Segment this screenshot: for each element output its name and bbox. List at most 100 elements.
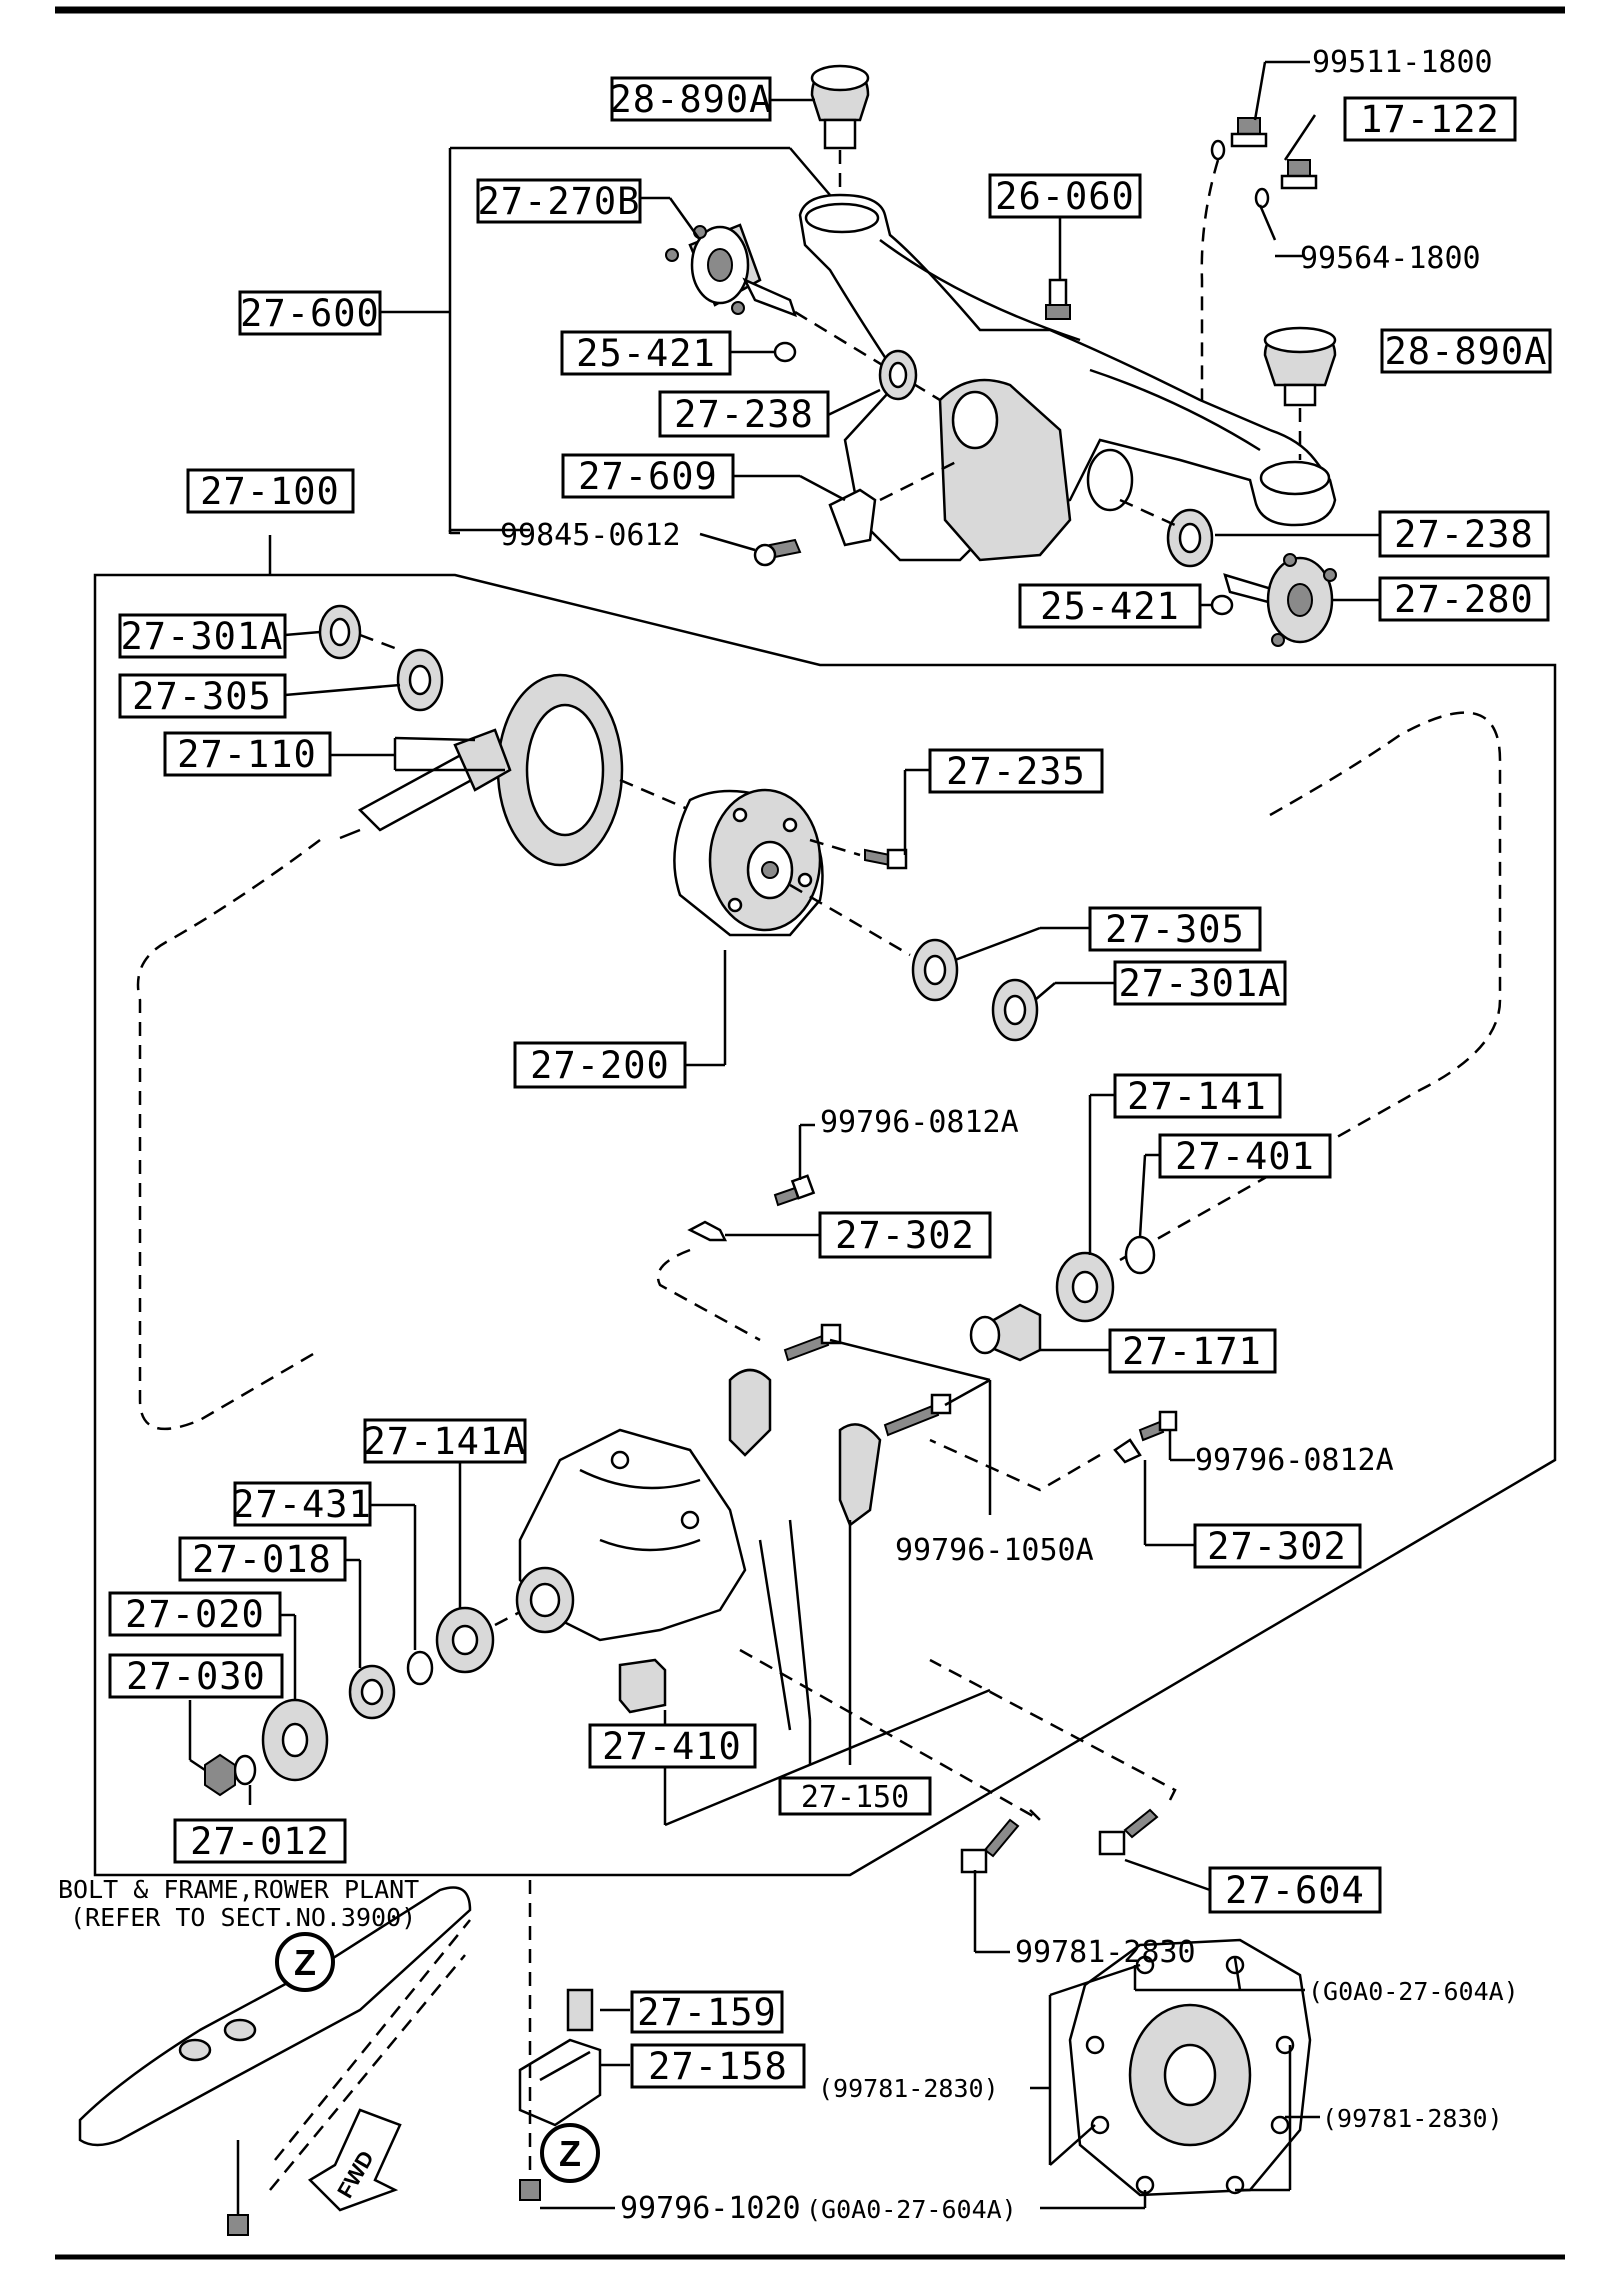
spacer-27-431: [406, 1650, 434, 1686]
label-27-280: 27-280: [1378, 576, 1550, 622]
label-27-305-right: 27-305: [1088, 906, 1262, 952]
svg-text:27-600: 27-600: [240, 292, 380, 335]
svg-text:27-020: 27-020: [125, 1593, 265, 1636]
label-27-235: 27-235: [928, 748, 1104, 794]
view-marker-z-top-letter: Z: [294, 1942, 316, 1983]
svg-text:27-270B: 27-270B: [478, 180, 641, 223]
label-27-238-left: 27-238: [658, 390, 830, 438]
svg-text:28-890A: 28-890A: [1385, 330, 1548, 373]
clip-27-302-right: [1113, 1410, 1178, 1464]
bushing-27-159: [566, 1988, 594, 2032]
rear-cover: [1068, 1938, 1312, 2197]
view-marker-z-bottom-letter: Z: [559, 2133, 581, 2174]
label-27-018: 27-018: [178, 1536, 347, 1582]
label-27-301A-right: 27-301A: [1113, 960, 1287, 1006]
spacer-27-171: [969, 1303, 1042, 1362]
label-27-410: 27-410: [588, 1723, 757, 1769]
svg-text:27-431: 27-431: [232, 1483, 372, 1526]
label-17-122: 17-122: [1343, 96, 1517, 142]
label-99781-2830-bolt: 99781-2830: [1015, 1935, 1196, 1970]
svg-text:27-141A: 27-141A: [364, 1420, 527, 1463]
leader-lines: [188, 60, 1380, 2210]
svg-text:27-158: 27-158: [648, 2045, 788, 2088]
label-27-110: 27-110: [163, 731, 332, 777]
svg-text:27-012: 27-012: [190, 1820, 330, 1863]
label-27-141: 27-141: [1113, 1073, 1282, 1119]
bracket-27-609: [753, 488, 877, 567]
bearing-27-141: [1055, 1251, 1115, 1323]
bearing-inner-right: [911, 938, 959, 1002]
label-27-150: 27-150: [778, 1776, 932, 1816]
bearing-outer-right: [991, 978, 1039, 1042]
svg-text:26-060: 26-060: [995, 175, 1135, 218]
differential-carrier-housing: [515, 1428, 747, 1642]
label-g0a0-bottom: (G0A0-27-604A): [806, 2195, 1017, 2224]
bolts-99796-1050A: [783, 1323, 952, 1437]
svg-text:27-280: 27-280: [1394, 578, 1534, 621]
label-27-600: 27-600: [238, 290, 382, 336]
svg-text:27-100: 27-100: [200, 470, 340, 513]
mount-bushing-right: [1263, 326, 1337, 407]
svg-text:27-301A: 27-301A: [121, 615, 284, 658]
ring-gear-bolt: [864, 848, 908, 870]
label-27-301A-left: 27-301A: [118, 613, 287, 659]
companion-flange-27-020: [261, 1698, 329, 1782]
svg-text:27-401: 27-401: [1175, 1135, 1315, 1178]
circlip-right: [1210, 594, 1234, 616]
label-27-604: 27-604: [1208, 1866, 1382, 1914]
differential-case: [673, 788, 824, 937]
label-25-421-top: 25-421: [560, 330, 732, 376]
label-27-030: 27-030: [108, 1653, 284, 1699]
svg-text:27-141: 27-141: [1127, 1075, 1267, 1118]
svg-text:27-604: 27-604: [1225, 1869, 1365, 1912]
svg-text:27-150: 27-150: [801, 1780, 909, 1815]
svg-text:27-238: 27-238: [674, 393, 814, 436]
label-g0a0-top: (G0A0-27-604A): [1308, 1977, 1519, 2006]
label-28-890A-top: 28-890A: [610, 76, 773, 122]
bolt-frame-note-line2: (REFER TO SECT.NO.3900): [70, 1903, 416, 1932]
svg-text:17-122: 17-122: [1360, 98, 1500, 141]
label-99796-1050A: 99796-1050A: [895, 1533, 1094, 1568]
drain-plug: [1210, 117, 1318, 209]
label-99796-0812A-right: 99796-0812A: [1195, 1443, 1394, 1478]
label-27-100: 27-100: [186, 468, 355, 514]
svg-text:27-030: 27-030: [126, 1655, 266, 1698]
label-99796-0812A-top: 99796-0812A: [820, 1105, 1019, 1140]
svg-text:27-302: 27-302: [835, 1214, 975, 1257]
svg-text:27-305: 27-305: [132, 675, 272, 718]
svg-text:25-421: 25-421: [576, 332, 716, 375]
bearing-cap-2: [838, 1423, 882, 1527]
svg-text:27-200: 27-200: [530, 1044, 670, 1087]
view-marker-z-bottom: [540, 2123, 600, 2183]
label-26-060: 26-060: [988, 173, 1142, 219]
washer-27-012: [233, 1754, 257, 1786]
bolt-frame-note-line1: BOLT & FRAME,ROWER PLANT: [58, 1875, 419, 1904]
bracket-27-158: [518, 2038, 602, 2201]
bearing-inner-left: [396, 648, 444, 712]
view-marker-z-top: [275, 1932, 335, 1992]
svg-text:27-238: 27-238: [1394, 513, 1534, 556]
label-28-890A-right: 28-890A: [1380, 328, 1552, 374]
svg-text:27-159: 27-159: [637, 1991, 777, 2034]
label-27-401: 27-401: [1158, 1133, 1332, 1179]
svg-text:27-171: 27-171: [1122, 1330, 1262, 1373]
label-27-141A: 27-141A: [363, 1418, 527, 1464]
svg-text:27-235: 27-235: [946, 750, 1086, 793]
svg-text:27-410: 27-410: [602, 1725, 742, 1768]
bolts-27-604: [960, 1808, 1159, 1874]
svg-text:27-301A: 27-301A: [1119, 962, 1282, 1005]
bearing-cap-1: [728, 1368, 772, 1457]
mount-bushing-top: [810, 64, 870, 150]
label-27-431: 27-431: [232, 1481, 372, 1527]
assembly-27-100-outline: [93, 573, 1557, 1877]
label-99796-1020: 99796-1020: [620, 2191, 801, 2226]
svg-text:27-305: 27-305: [1105, 908, 1245, 951]
forward-arrow: [307, 2108, 402, 2212]
label-27-159: 27-159: [630, 1990, 784, 2034]
differential-mount-member: [798, 193, 1337, 562]
bolt-99796-0812A-top: [773, 1174, 816, 1207]
label-27-302-right: 27-302: [1193, 1523, 1362, 1569]
svg-text:28-890A: 28-890A: [610, 78, 773, 121]
oil-seal-left: [878, 349, 918, 401]
